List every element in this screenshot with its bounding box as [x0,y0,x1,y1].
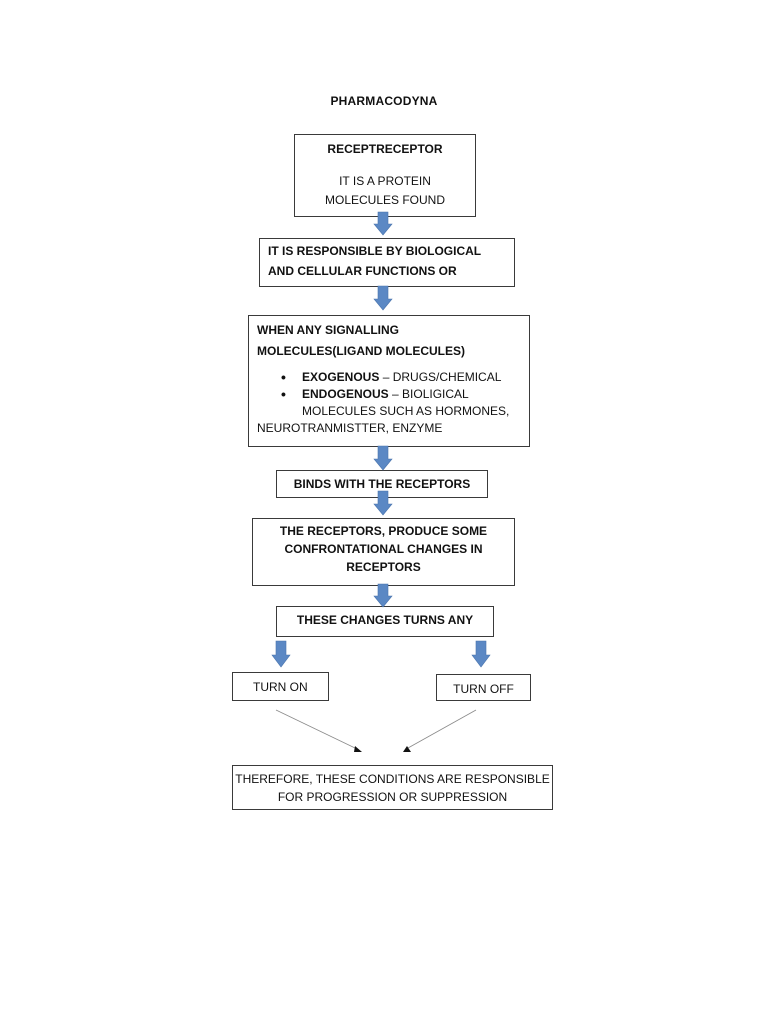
arrow-5-icon [373,583,393,608]
signalling-list: EXOGENOUS – DRUGS/CHEMICAL ENDOGENOUS – … [257,369,521,420]
diagram-title: PHARMACODYNA [330,94,438,108]
signalling-tail: NEUROTRANMISTTER, ENZYME [257,421,443,435]
bullet-endogenous: ENDOGENOUS – BIOLIGICAL MOLECULES SUCH A… [281,386,521,420]
bullet-term: ENDOGENOUS [302,387,389,401]
changes-text: THE RECEPTORS, PRODUCE SOME CONFRONTATIO… [279,524,488,574]
conclusion-box: THEREFORE, THESE CONDITIONS ARE RESPONSI… [232,765,553,810]
connector-left [275,709,362,752]
arrow-1-icon [373,211,393,236]
bullet-desc: – BIOLIGICAL MOLECULES SUCH AS HORMONES, [302,387,510,418]
arrow-4-icon [373,490,393,516]
binds-text: BINDS WITH THE RECEPTORS [293,477,471,491]
function-text: IT IS RESPONSIBLE BY BIOLOGICAL AND CELL… [268,244,481,278]
bullet-term: EXOGENOUS [302,370,380,384]
connector-right [403,709,477,752]
bullet-exogenous: EXOGENOUS – DRUGS/CHEMICAL [281,369,521,386]
turn-off-box: TURN OFF [436,674,531,701]
arrow-right-icon [471,640,491,668]
arrow-3-icon [373,445,393,471]
conclusion-text: THEREFORE, THESE CONDITIONS ARE RESPONSI… [235,772,550,804]
turns-text: THESE CHANGES TURNS ANY [296,613,474,627]
turn-off-text: TURN OFF [453,682,514,696]
arrow-2-icon [373,285,393,311]
receptor-heading: RECEPTRECEPTOR [327,142,443,156]
bullet-desc: – DRUGS/CHEMICAL [382,370,502,384]
signalling-box: WHEN ANY SIGNALLING MOLECULES(LIGAND MOL… [248,315,530,447]
turn-on-box: TURN ON [232,672,329,701]
signalling-intro: WHEN ANY SIGNALLING MOLECULES(LIGAND MOL… [257,323,465,358]
arrow-left-icon [271,640,291,668]
turn-on-text: TURN ON [253,680,308,694]
receptor-description: IT IS A PROTEIN MOLECULES FOUND [324,174,446,207]
function-box: IT IS RESPONSIBLE BY BIOLOGICAL AND CELL… [259,238,515,287]
turns-box: THESE CHANGES TURNS ANY [276,606,494,637]
receptor-box: RECEPTRECEPTOR IT IS A PROTEIN MOLECULES… [294,134,476,217]
